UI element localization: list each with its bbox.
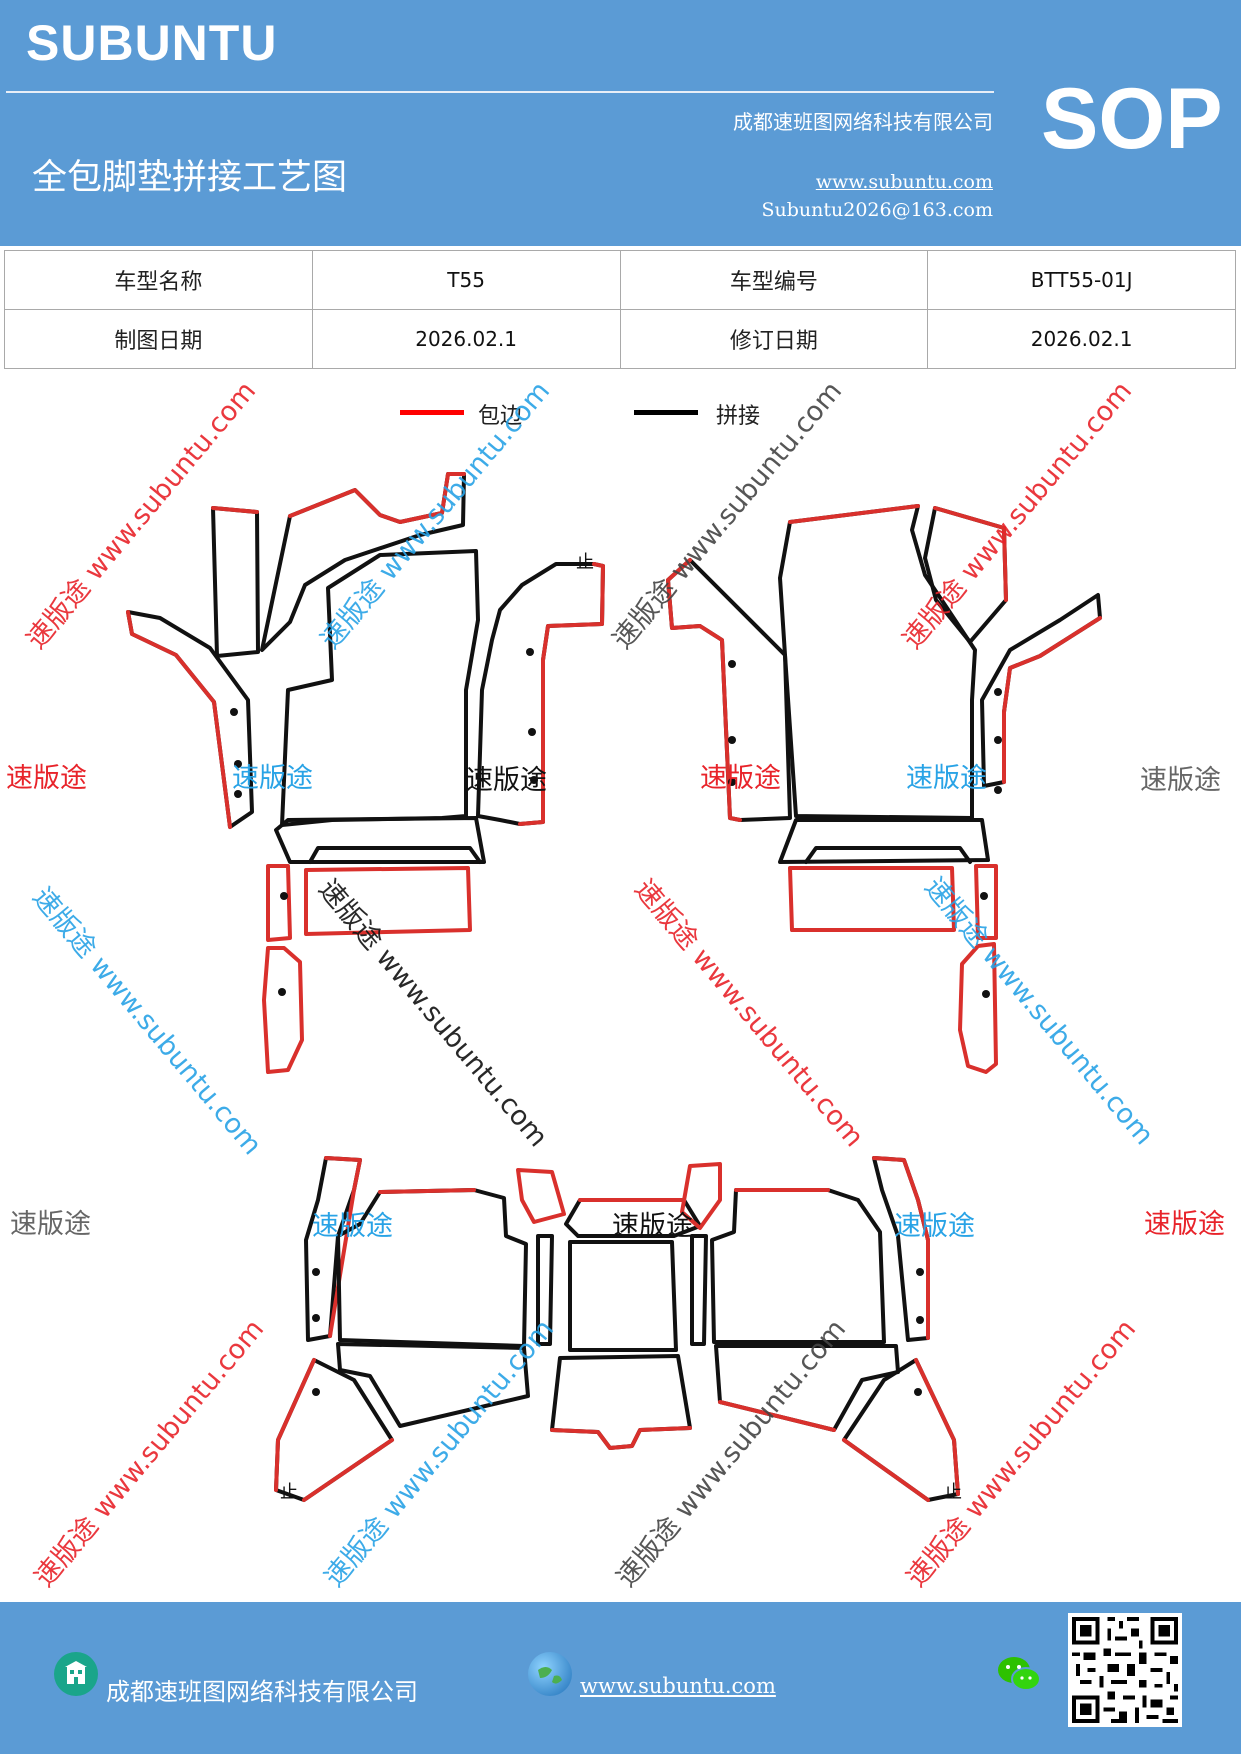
watermark-brand: 速版途 [1144,1209,1225,1240]
cell-model-name-value: T55 [311,250,621,310]
stop-mark: 止 [576,552,594,573]
header-banner: SUBUNTU 成都速班图网络科技有限公司 全包脚垫拼接工艺图 SOP www.… [0,0,1241,246]
cell-model-code-label: 车型编号 [619,250,929,310]
cell-model-name-label: 车型名称 [4,250,313,310]
legend-edge-label: 包边 [478,404,523,429]
mat-parts-drawing [126,472,1102,1502]
wechat-icon[interactable] [996,1654,1042,1694]
watermark-brand: 速版途 [612,1211,693,1242]
cell-draw-date-value: 2026.02.1 [311,309,621,369]
watermark-brand: 速版途 [700,763,781,794]
sop-label: SOP [1041,71,1223,167]
cell-model-code-value: BTT55-01J [927,250,1236,310]
table-row: 制图日期 2026.02.1 修订日期 2026.02.1 [4,309,1236,369]
footer-banner: 成都速班图网络科技有限公司 www.subuntu.com [0,1602,1241,1754]
globe-icon [528,1652,572,1696]
watermark-brand: 速版途 [1140,765,1221,796]
watermark-brand: 速版途 [466,765,547,796]
watermark-brand: 速版途 [6,763,87,794]
header-divider [6,91,994,93]
watermark-brand: 速版途 [894,1211,975,1242]
legend-seam-label: 拼接 [716,404,761,429]
header-website-link[interactable]: www.subuntu.com [815,171,993,193]
table-row: 车型名称 T55 车型编号 BTT55-01J [4,250,1236,310]
watermark-brand: 速版途 [232,763,313,794]
watermark-brand: 速版途 [10,1209,91,1240]
page-title: 全包脚垫拼接工艺图 [32,158,348,198]
legend-seam-swatch [634,410,698,415]
stop-mark: 止 [280,1482,298,1503]
footer-company: 成都速班图网络科技有限公司 [106,1678,418,1706]
cell-revise-date-value: 2026.02.1 [927,309,1236,369]
cell-draw-date-label: 制图日期 [4,309,313,369]
legend-edge-swatch [400,410,464,415]
footer-website-link[interactable]: www.subuntu.com [580,1674,776,1698]
header-company: 成都速班图网络科技有限公司 [733,110,993,134]
brand-logo: SUBUNTU [26,15,278,71]
qr-code[interactable] [1068,1613,1182,1727]
stop-mark: 止 [944,1482,962,1503]
watermark-brand: 速版途 [312,1211,393,1242]
info-table: 车型名称 T55 车型编号 BTT55-01J 制图日期 2026.02.1 修… [4,250,1236,369]
watermark-brand: 速版途 [906,763,987,794]
header-email: Subuntu2026@163.com [761,199,993,221]
building-icon [54,1652,98,1696]
cell-revise-date-label: 修订日期 [619,309,929,369]
